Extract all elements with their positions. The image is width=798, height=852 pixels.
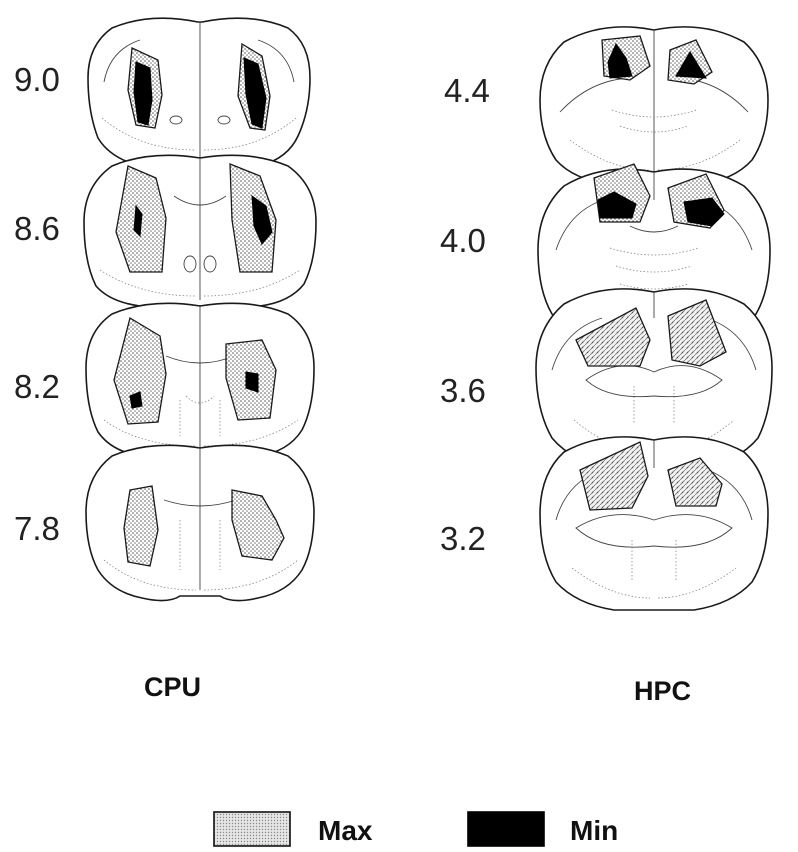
legend-min-swatch [468,812,544,846]
cpu-section-8-2 [86,303,314,456]
cpu-level-label: 8.2 [14,368,60,405]
cpu-section-7-8 [86,445,314,600]
cpu-level-label: 9.0 [14,61,60,98]
hpc-level-label: 3.6 [440,372,486,409]
cpu-section-8-6 [84,155,316,306]
hpc-level-label: 4.0 [440,222,486,259]
hpc-group-label: HPC [634,676,691,706]
legend: Max Min [214,812,618,846]
cpu-group-label: CPU [144,672,201,702]
hpc-section-3-2 [540,437,768,610]
hpc-level-label: 3.2 [440,520,486,557]
cpu-column: 9.0 8.6 8.2 7.8 CPU [14,18,316,702]
hpc-column: 4.4 4.0 3.6 3.2 HPC [440,27,772,706]
cpu-section-9-0 [88,18,310,166]
legend-max-label: Max [318,815,373,846]
cpu-level-label: 8.6 [14,210,60,247]
hpc-level-label: 4.4 [444,72,490,109]
cpu-level-label: 7.8 [14,510,60,547]
legend-min-label: Min [570,815,618,846]
legend-max-swatch [214,812,290,846]
hpc-section-4-4 [540,27,768,184]
